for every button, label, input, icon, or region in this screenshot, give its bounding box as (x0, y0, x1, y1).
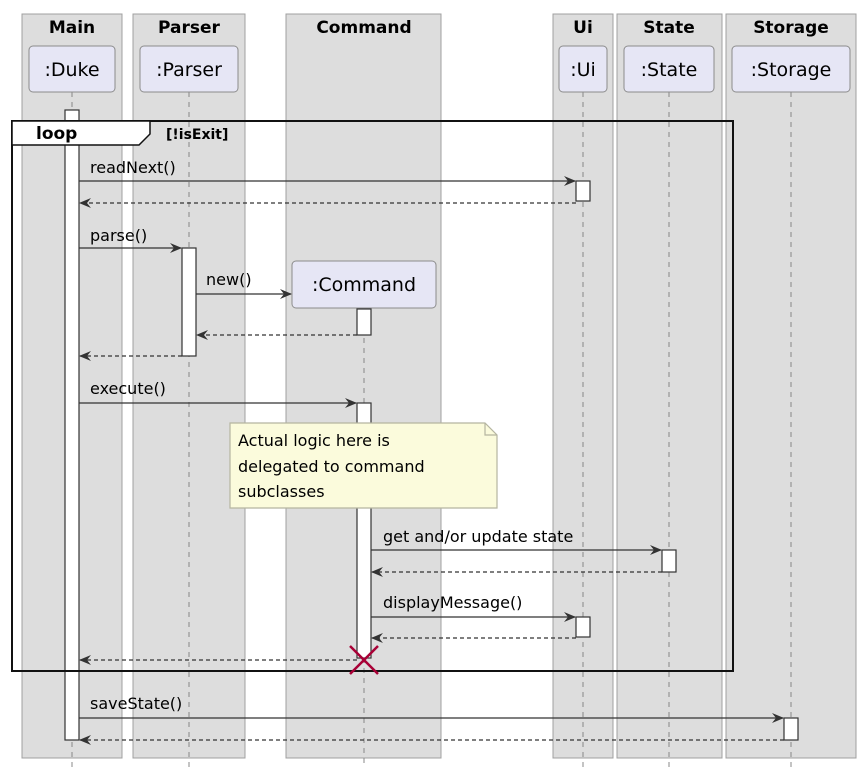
note-fold (484, 423, 497, 436)
lane-title-state: State (643, 18, 695, 38)
message-display-label: displayMessage() (383, 593, 522, 612)
lane-title-storage: Storage (753, 18, 829, 38)
messages (79, 176, 784, 745)
activation-ui-readnext (575, 180, 591, 202)
activation-ui-display (575, 616, 591, 638)
lane-title-main: Main (49, 18, 95, 38)
activation-parser (181, 247, 197, 357)
loop-label: loop (36, 124, 77, 144)
lane-title-ui: Ui (573, 18, 593, 38)
participant-state-label: :State (641, 59, 698, 81)
activation-command-new (356, 308, 372, 336)
participant-storage-label: :Storage (751, 59, 832, 81)
note-line-2: delegated to command (238, 457, 425, 476)
message-savestate-label: saveState() (90, 694, 182, 713)
loop-frame-tab (11, 120, 151, 146)
participants: :Duke :Parser :Ui :State :Storage :Comma… (28, 45, 851, 309)
activation-main (64, 109, 80, 741)
loop-frame-border (11, 120, 734, 672)
message-new-label: new() (206, 270, 252, 289)
activation-storage (783, 717, 799, 741)
participant-duke-label: :Duke (44, 59, 99, 81)
note-shape (229, 422, 498, 509)
participant-storage[interactable]: :Storage (731, 45, 851, 93)
message-readnext-label: readNext() (90, 158, 176, 177)
note-line-3: subclasses (238, 482, 325, 501)
lane-titles: Main Parser Command Ui State Storage (49, 18, 829, 38)
participant-parser-label: :Parser (156, 59, 222, 81)
participant-parser[interactable]: :Parser (139, 45, 239, 93)
message-execute-label: execute() (90, 379, 166, 398)
participant-ui-label: :Ui (570, 59, 596, 81)
destroy-icon (349, 645, 379, 675)
message-state-label: get and/or update state (383, 527, 573, 546)
loop-guard: [!isExit] (166, 127, 228, 143)
participant-state[interactable]: :State (623, 45, 715, 93)
note-line-1: Actual logic here is (238, 431, 390, 450)
loop-frame: loop [!isExit] (11, 120, 734, 672)
message-labels: readNext() parse() new() execute() get a… (90, 158, 573, 713)
participant-duke[interactable]: :Duke (28, 45, 116, 93)
note: Actual logic here is delegated to comman… (229, 422, 498, 509)
lane-title-command: Command (316, 18, 411, 38)
activations (64, 109, 799, 741)
lane-boxes (21, 13, 857, 759)
message-parse-label: parse() (90, 226, 147, 245)
participant-ui[interactable]: :Ui (558, 45, 608, 93)
activation-state (661, 549, 677, 573)
participant-command[interactable]: :Command (291, 260, 437, 309)
participant-command-label: :Command (312, 274, 416, 296)
lane-box-command (285, 13, 442, 759)
lane-title-parser: Parser (158, 18, 221, 38)
